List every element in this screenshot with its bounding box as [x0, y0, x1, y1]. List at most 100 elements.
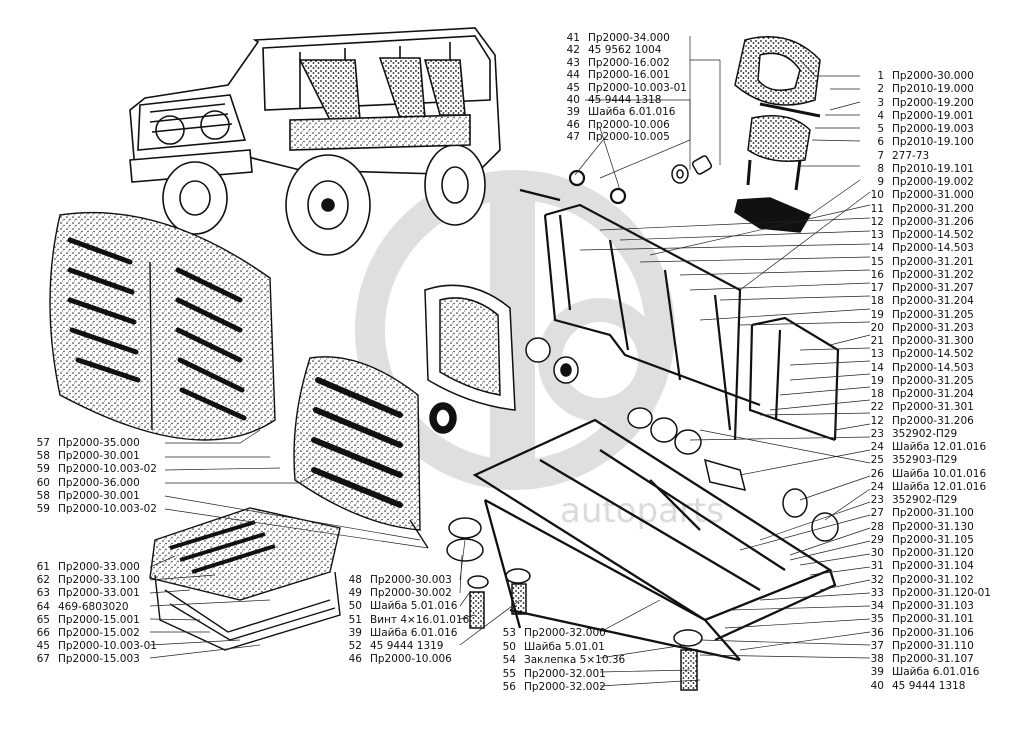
- side-frame: [748, 316, 840, 442]
- watermark-text: autoparts: [560, 491, 724, 531]
- part-code: Пр2000-14.503: [892, 242, 974, 255]
- part-code: Пр2000-30.001: [58, 450, 140, 463]
- callout-number: 24: [870, 480, 884, 493]
- part-code: Шайба 12.01.016: [892, 480, 987, 493]
- seat-back-tube-frame: [519, 169, 761, 441]
- callout-number: 49: [348, 587, 362, 600]
- part-code: Пр2000-36.000: [58, 476, 140, 489]
- callout-number: 23: [870, 427, 884, 440]
- part-code: Пр2000-31.105: [892, 533, 974, 546]
- callout-number: 21: [870, 335, 884, 347]
- callout-number: 17: [870, 282, 884, 294]
- callout-number: 35: [870, 613, 884, 626]
- part-code: 45 9444 1319: [370, 640, 444, 652]
- callout-number: 13: [870, 229, 884, 241]
- callout-number: 58: [36, 489, 50, 502]
- part-code: Пр2000-31.104: [892, 560, 974, 573]
- callout-number: 1: [877, 70, 884, 82]
- part-code: 352903-П29: [892, 454, 958, 467]
- part-code: Пр2000-10.005: [588, 131, 670, 144]
- callout-number: 53: [502, 627, 516, 639]
- part-code: Пр2000-10.006: [588, 118, 670, 131]
- callout-number: 34: [870, 600, 884, 612]
- part-code: 45 9444 1318: [892, 679, 966, 692]
- part-code: Пр2000-10.003-01: [58, 640, 157, 653]
- part-code: Пр2000-15.001: [58, 613, 140, 626]
- part-code: Пр2010-19.000: [892, 83, 974, 96]
- part-code: Пр2000-19.200: [892, 96, 974, 109]
- callout-number: 51: [348, 613, 362, 626]
- part-code: Заклепка 5×10.36: [524, 654, 626, 667]
- callout-number: 42: [566, 44, 580, 57]
- part-code: Пр2000-31.110: [892, 639, 974, 652]
- callout-number: 16: [870, 268, 884, 281]
- fasteners: [446, 155, 839, 691]
- callout-number: 32: [870, 573, 884, 586]
- part-code: Шайба 6.01.016: [588, 106, 676, 119]
- callout-number: 59: [36, 463, 50, 476]
- callout-number: 23: [870, 494, 884, 506]
- part-code: Пр2000-30.003: [370, 574, 452, 586]
- callout-number: 30: [870, 547, 884, 559]
- callout-number: 40: [566, 94, 580, 106]
- part-code: Шайба 12.01.016: [892, 441, 987, 453]
- callout-number: 26: [870, 467, 884, 480]
- part-code: Пр2010-19.101: [892, 162, 974, 175]
- callout-number: 12: [870, 414, 884, 427]
- part-code: Шайба 6.01.016: [892, 666, 980, 679]
- part-code: Пр2000-34.000: [588, 32, 670, 44]
- callout-number: 64: [36, 600, 50, 613]
- callout-number: 28: [870, 520, 884, 533]
- callout-number: 47: [566, 131, 580, 144]
- part-code: Пр2000-31.206: [892, 414, 974, 427]
- callout-number: 43: [566, 56, 580, 69]
- part-code: Пр2000-33.000: [58, 561, 140, 573]
- callout-number: 55: [502, 667, 516, 680]
- part-code: Пр2000-10.003-02: [58, 463, 157, 476]
- rear-backrest-cushion: [49, 211, 276, 441]
- callout-number: 14: [870, 361, 884, 374]
- callout-number: 9: [877, 176, 884, 188]
- callout-number: 18: [870, 295, 884, 308]
- callout-number: 61: [36, 561, 50, 573]
- part-code: Пр2000-31.204: [892, 295, 974, 308]
- callout-number: 10: [870, 189, 884, 202]
- part-code: Пр2000-10.006: [370, 653, 452, 666]
- callout-number: 22: [870, 401, 884, 414]
